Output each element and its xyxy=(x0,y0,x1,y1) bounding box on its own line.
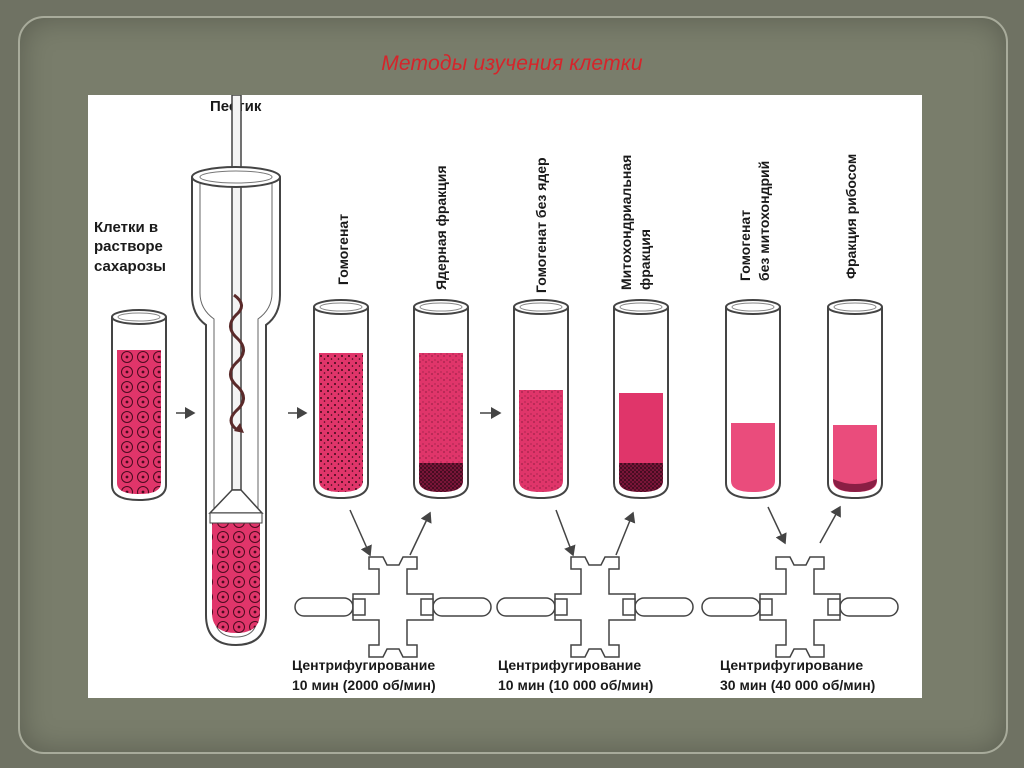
centrifuge-rotor-2 xyxy=(496,556,694,658)
homogenizer xyxy=(191,95,281,647)
homogenate-no-nuclei-label: Гомогенат без ядер xyxy=(533,157,549,293)
tube-homogenate xyxy=(313,299,369,500)
arrow-into-centrifuge-3 xyxy=(767,506,787,545)
slide-title: Методы изучения клетки xyxy=(381,52,643,75)
arrow-out-centrifuge-3 xyxy=(819,505,841,544)
centrifuge-rotor-1 xyxy=(294,556,492,658)
tube-nuclear-fraction xyxy=(413,299,469,500)
arrow-out-centrifuge-2 xyxy=(615,511,636,556)
centrifuge-rotor-3 xyxy=(701,556,899,658)
tube-homogenate-no-nuclei xyxy=(513,299,569,500)
centrifugation-caption-3: Центрифугирование 30 мин (40 000 об/мин) xyxy=(720,657,875,693)
ribosome-fraction-label: Фракция рибосом xyxy=(843,154,859,279)
diagram-panel: Пестик Клетки в растворе сахарозы Гомоге… xyxy=(88,95,922,698)
tube-cells xyxy=(111,309,167,502)
centrifugation-caption-2: Центрифугирование 10 мин (10 000 об/мин) xyxy=(498,657,653,693)
cells-label: Клетки в растворе сахарозы xyxy=(94,219,167,275)
mito-fraction-label-line1: Митохондриальная xyxy=(618,155,634,290)
cell-fractionation-diagram: Пестик Клетки в растворе сахарозы Гомоге… xyxy=(94,95,899,693)
tube-homogenate-no-mito xyxy=(725,299,781,500)
arrow-into-centrifuge-2 xyxy=(555,509,576,557)
homogenate-label: Гомогенат xyxy=(335,214,351,285)
centrifugation-caption-1: Центрифугирование 10 мин (2000 об/мин) xyxy=(292,657,439,693)
arrow-into-centrifuge-1 xyxy=(349,509,372,557)
arrow-out-centrifuge-1 xyxy=(409,511,432,556)
tube-mito-fraction xyxy=(613,299,669,500)
mito-fraction-label-line2: фракция xyxy=(637,229,653,290)
homogenate-no-mito-line2: без митохондрий xyxy=(756,161,772,281)
homogenate-no-mito-line1: Гомогенат xyxy=(737,210,753,281)
nuclear-fraction-label: Ядерная фракция xyxy=(433,165,449,290)
tube-ribosome-fraction xyxy=(827,299,883,500)
